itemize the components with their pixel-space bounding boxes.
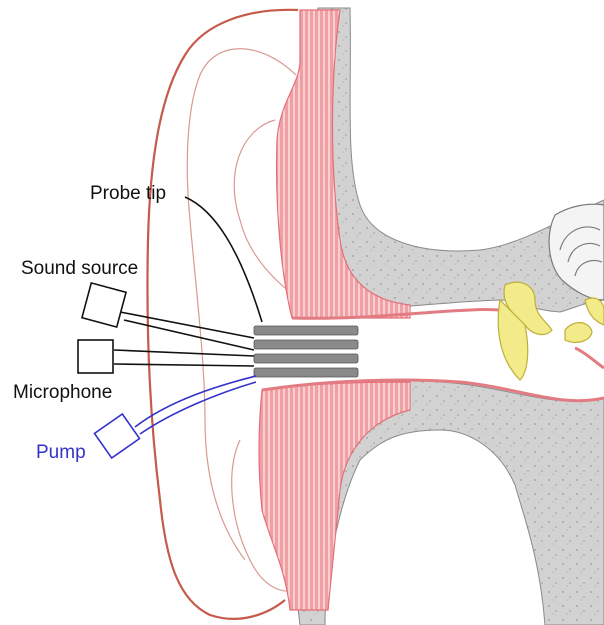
probe-tip [254, 326, 358, 377]
pump-tube [135, 376, 256, 434]
label-probe-tip: Probe tip [90, 183, 166, 204]
sound-source-tube [120, 312, 254, 350]
label-sound-source: Sound source [21, 258, 138, 279]
microphone-box [78, 340, 113, 373]
probe-tip-leader [185, 197, 262, 322]
label-microphone: Microphone [13, 382, 112, 403]
pump-box [94, 414, 139, 458]
label-pump: Pump [36, 442, 86, 463]
sound-source-box [82, 283, 126, 327]
microphone-tube [114, 350, 254, 366]
canal-tissue-lower [259, 382, 410, 610]
